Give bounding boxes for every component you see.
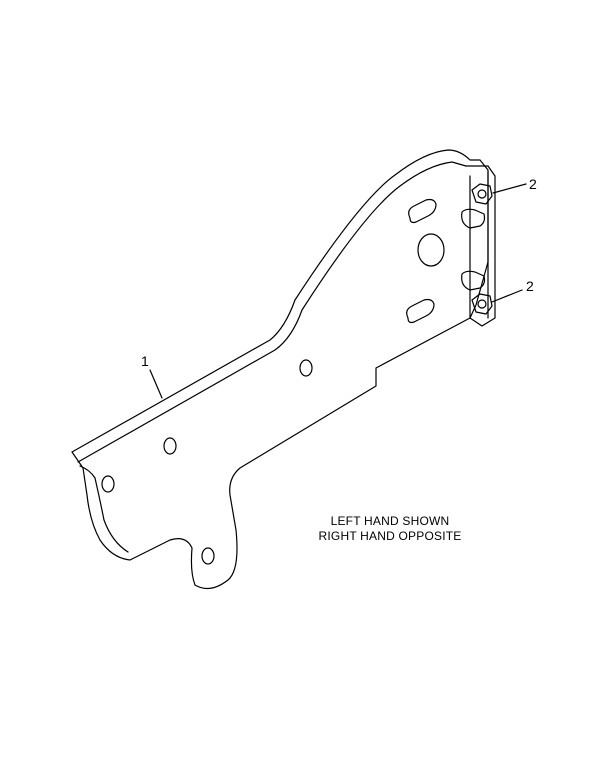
note-line-1: LEFT HAND SHOWN: [330, 514, 450, 528]
bracket-flange-edge: [77, 161, 467, 463]
lower-slot: [406, 298, 435, 324]
callout-2-upper: 2: [529, 176, 537, 192]
orientation-note: LEFT HAND SHOWN RIGHT HAND OPPOSITE: [300, 514, 480, 544]
nut-upper-shape: [471, 183, 493, 205]
nut-lower-shape: [471, 293, 493, 315]
bracket-bend-line: [79, 465, 129, 553]
mounting-plate: [465, 165, 496, 327]
foot-hole: [201, 547, 215, 565]
bracket-tab-lower: [461, 270, 486, 291]
arm-hole-1: [299, 359, 313, 377]
callout-2-lower: 2: [526, 278, 534, 294]
upper-slot: [408, 198, 437, 224]
callout-1: 1: [141, 353, 149, 369]
leader-line-2-upper: [492, 183, 527, 194]
leader-line-1: [149, 369, 163, 399]
note-line-2: RIGHT HAND OPPOSITE: [318, 529, 462, 543]
leader-line-2-lower: [491, 289, 523, 303]
bracket-tab: [461, 208, 486, 229]
arm-hole-3: [101, 475, 115, 493]
large-hole: [417, 233, 445, 267]
arm-hole-2: [163, 437, 177, 455]
bracket-outline: [71, 149, 489, 590]
